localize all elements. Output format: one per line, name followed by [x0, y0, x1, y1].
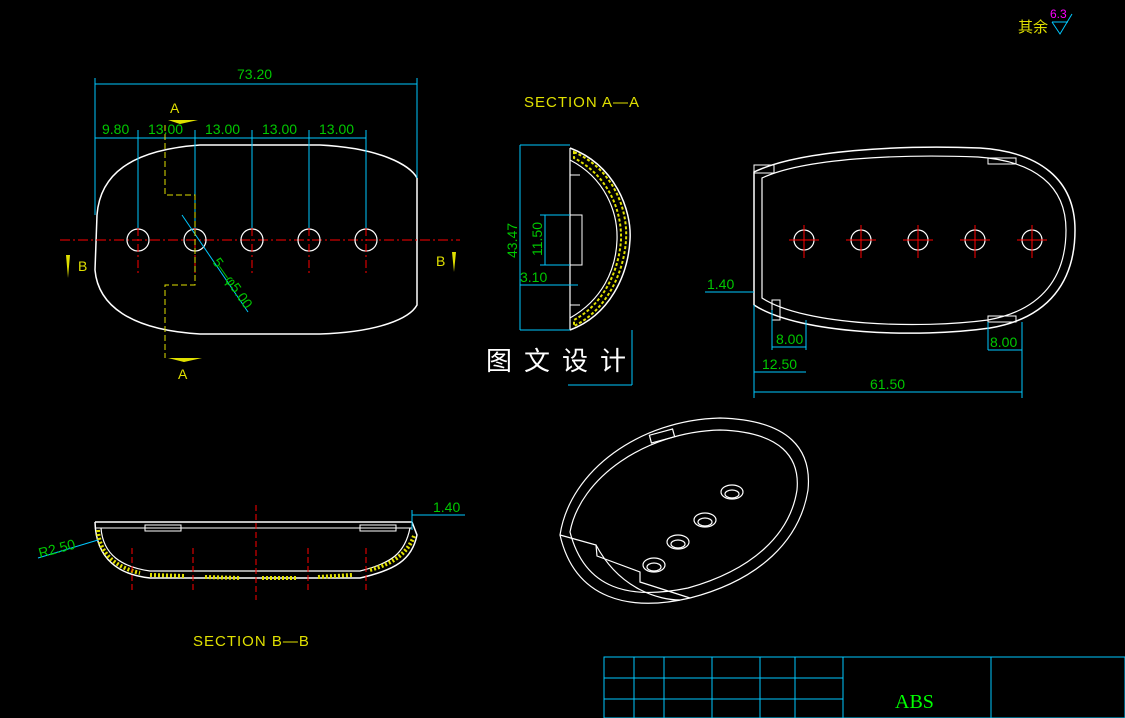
- front-view: 73.20 9.80 13.00 13.00 13.00 13.00 5—φ5.…: [60, 66, 460, 382]
- section-b-marker-right: B: [436, 253, 445, 269]
- section-a-marker-bottom: A: [178, 366, 188, 382]
- dim-offset: 3.10: [520, 269, 547, 285]
- surface-finish-symbol: 其余 6.3: [1018, 7, 1073, 36]
- top-view: 1.40 8.00 8.00 12.50 61.50: [705, 146, 1076, 398]
- dim-hole-callout: 5—φ5.00: [210, 255, 257, 312]
- dim-tab-right: 8.00: [990, 334, 1017, 350]
- dim-inner-height: 11.50: [529, 222, 545, 256]
- dim-tab-left: 8.00: [776, 331, 803, 347]
- title-block: [603, 656, 1125, 718]
- dim-overall-width: 73.20: [237, 66, 272, 82]
- section-aa-view: SECTION A—A 43.47 11.50 3.10: [504, 94, 640, 386]
- dim-pitch-3: 13.00: [262, 121, 297, 137]
- dim-bb-wall: 1.40: [433, 499, 460, 515]
- dim-inner-width: 61.50: [870, 376, 905, 392]
- surface-finish-other-label: 其余: [1018, 18, 1048, 36]
- dim-pitch-1: 13.00: [148, 121, 183, 137]
- section-b-marker-left: B: [78, 258, 87, 274]
- dim-pitch-4: 13.00: [319, 121, 354, 137]
- dim-top-wall: 1.40: [707, 276, 734, 292]
- dim-pitch-first: 9.80: [102, 121, 129, 137]
- section-bb-title: SECTION B—B: [193, 633, 310, 650]
- watermark-text: 图文设计: [486, 347, 638, 377]
- dim-fillet: R2.50: [37, 536, 77, 561]
- section-aa-title: SECTION A—A: [524, 94, 640, 111]
- section-a-marker-top: A: [170, 100, 180, 116]
- dim-pitch-2: 13.00: [205, 121, 240, 137]
- dim-section-height: 43.47: [504, 223, 520, 258]
- dim-tab-offset: 12.50: [762, 356, 797, 372]
- isometric-view: [559, 417, 810, 604]
- material-label: ABS: [895, 691, 934, 713]
- front-outline: [94, 144, 418, 335]
- surface-finish-value: 6.3: [1050, 7, 1067, 21]
- section-bb-view: R2.50 1.40 SECTION B—B: [37, 499, 465, 650]
